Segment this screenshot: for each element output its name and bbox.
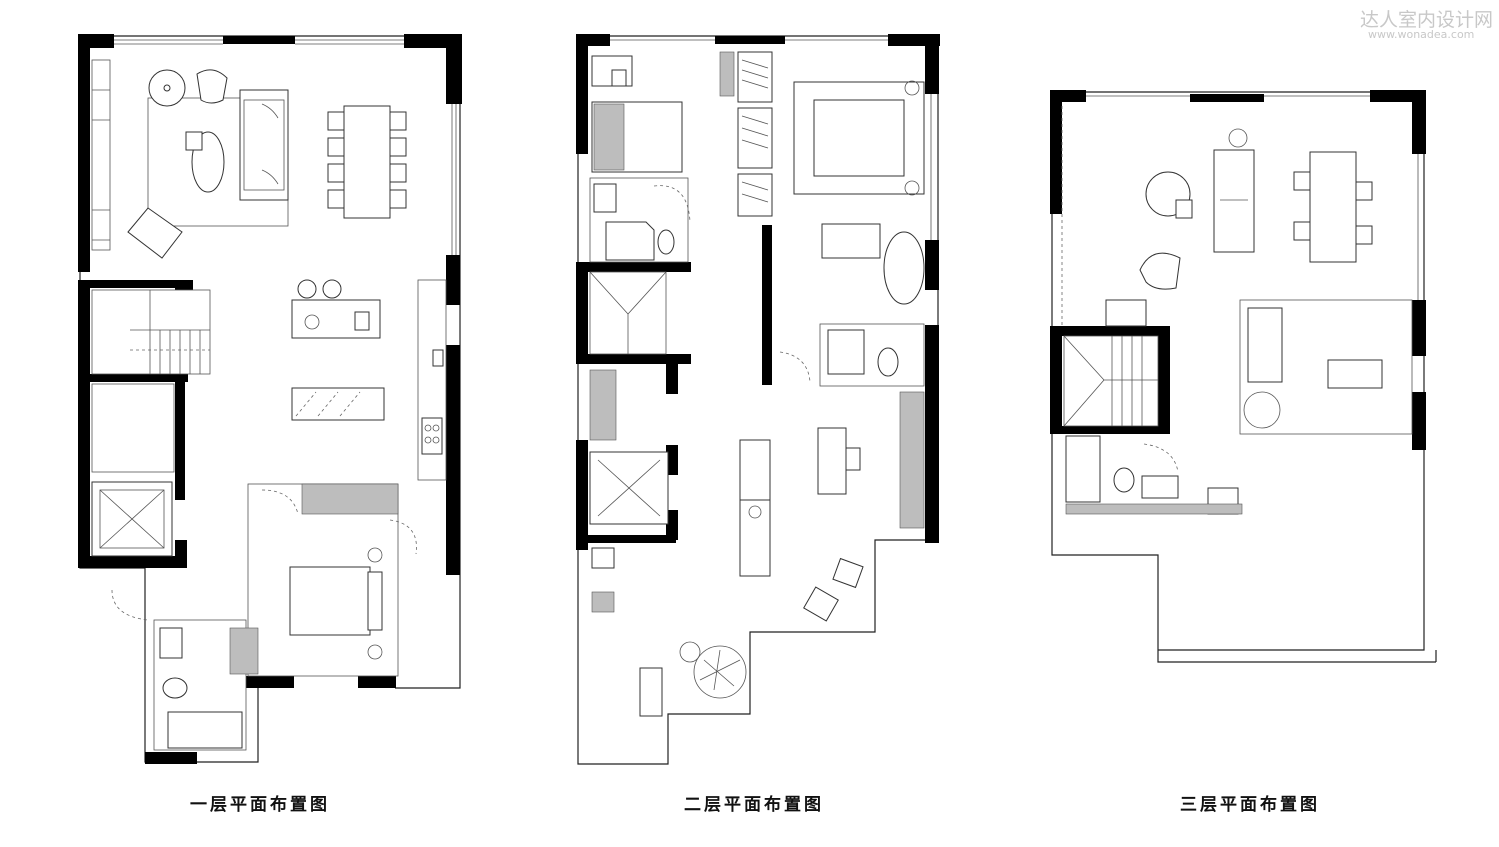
floor3-sofa: [1213, 149, 1255, 253]
watermark-title: 达人室内设计网: [1360, 9, 1494, 31]
floor1-sofa: [239, 89, 289, 201]
floor3-dining-table: [1309, 151, 1357, 263]
floor1-dining-table: [343, 105, 391, 219]
floor2-bathtub: [883, 231, 925, 305]
floor1-plan: [78, 34, 462, 764]
floor3-caption: 三层平面布置图: [1180, 795, 1320, 815]
floor3-plant: [1243, 391, 1281, 429]
floor2-plan: [576, 34, 940, 765]
floor1-bathtub: [167, 711, 243, 749]
floor2-tree: [693, 645, 747, 699]
floor3-bathtub: [1065, 435, 1101, 503]
floor3-outline: [1051, 91, 1437, 663]
floor2-desk: [817, 427, 847, 495]
watermark-url: www.wonadea.com: [1368, 28, 1475, 41]
floor3-plan: [1050, 90, 1437, 663]
floor1-bed: [289, 566, 371, 636]
floor2-caption: 二层平面布置图: [684, 795, 824, 815]
floor1-caption: 一层平面布置图: [190, 795, 330, 815]
